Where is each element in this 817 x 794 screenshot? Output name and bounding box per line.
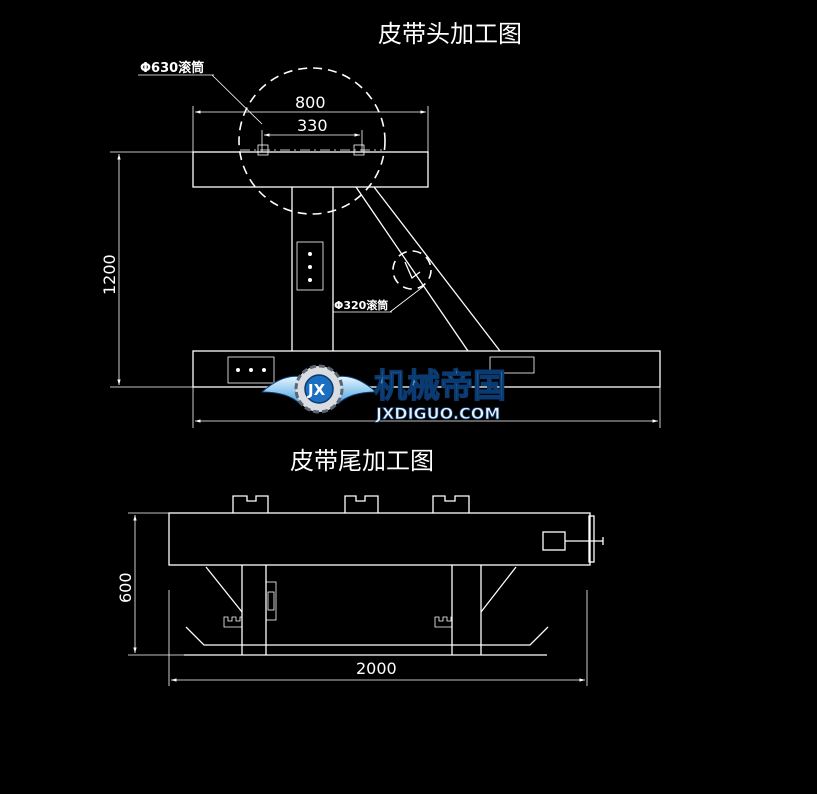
head-dim-800-text: 800 bbox=[295, 93, 326, 112]
roller-large-circle bbox=[238, 67, 386, 215]
tail-adjust-plate bbox=[265, 581, 277, 621]
tail-base-sled bbox=[185, 626, 549, 646]
head-dim-330-text: 330 bbox=[297, 116, 328, 135]
tail-brace-right bbox=[480, 566, 517, 613]
head-title: 皮带头加工图 bbox=[378, 20, 522, 48]
tail-rack-left bbox=[223, 616, 243, 628]
head-base-bolt-1 bbox=[236, 368, 240, 372]
tail-view: 皮带尾加工图 600 bbox=[116, 447, 604, 686]
logo-brand-text: 机械帝国 bbox=[374, 366, 506, 405]
head-bearing-right bbox=[353, 144, 365, 156]
head-brace-outer bbox=[373, 186, 501, 352]
tail-end-plate bbox=[588, 515, 595, 563]
tail-end-block bbox=[542, 531, 566, 551]
head-column-bolt-3 bbox=[308, 278, 312, 282]
tail-notch-block-2 bbox=[344, 495, 379, 513]
watermark-logo: JX 机械帝国 JXDIGUO.COM bbox=[260, 364, 507, 423]
tail-title: 皮带尾加工图 bbox=[290, 447, 434, 475]
tail-rack-right bbox=[434, 616, 453, 628]
head-column-plate bbox=[296, 241, 324, 291]
head-column-bolt-1 bbox=[308, 252, 312, 256]
tail-main-frame bbox=[168, 512, 591, 566]
head-top-beam bbox=[192, 151, 429, 188]
roller-small-circle bbox=[392, 250, 432, 290]
logo-url-text: JXDIGUO.COM bbox=[375, 404, 500, 423]
roller-large-label: Φ630滚筒 bbox=[140, 60, 204, 76]
head-base-plate-left bbox=[227, 356, 275, 384]
logo-gear-inner bbox=[304, 374, 334, 404]
head-base-bolt-2 bbox=[249, 368, 253, 372]
tail-dim-600-text: 600 bbox=[116, 572, 135, 603]
head-column-bolt-2 bbox=[308, 265, 312, 269]
roller-small-label: Φ320滚筒 bbox=[334, 298, 388, 312]
tail-brace-left bbox=[205, 566, 243, 613]
tail-dim-2000-text: 2000 bbox=[356, 659, 397, 678]
head-base-beam bbox=[192, 350, 661, 388]
logo-badge-text: JX bbox=[307, 381, 326, 399]
tail-adjust-slot bbox=[267, 591, 275, 611]
head-dim-1200-text: 1200 bbox=[100, 254, 119, 295]
tail-notch-block-3 bbox=[432, 495, 470, 513]
head-brace-inner bbox=[355, 186, 469, 352]
roller-large-leader bbox=[211, 74, 263, 125]
head-base-plate-right bbox=[489, 356, 535, 374]
roller-small-leader bbox=[389, 285, 425, 313]
head-bearing-left bbox=[257, 144, 269, 156]
roller-small-mark bbox=[404, 261, 421, 280]
tail-notch-block-1 bbox=[232, 495, 269, 513]
head-view: 皮带头加工图 Φ630滚筒 800 330 bbox=[100, 20, 661, 428]
head-base-bolt-3 bbox=[262, 368, 266, 372]
